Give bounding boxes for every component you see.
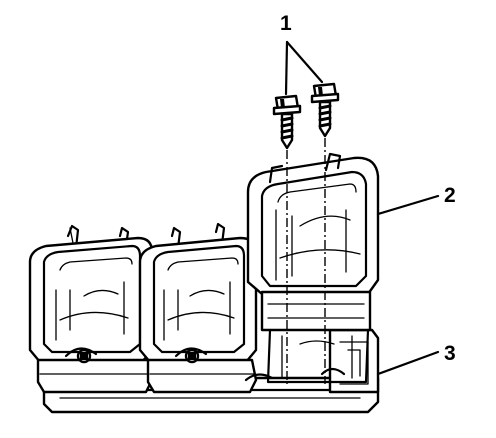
coil-middle bbox=[138, 222, 258, 394]
callout-2: 2 bbox=[444, 184, 456, 207]
callout-1: 1 bbox=[280, 12, 292, 35]
leader-lines bbox=[284, 40, 440, 376]
bolt-right bbox=[310, 82, 340, 138]
ignition-coil bbox=[244, 152, 380, 384]
callout-3: 3 bbox=[444, 342, 456, 365]
coil-left bbox=[28, 224, 154, 394]
bolts bbox=[272, 82, 340, 150]
bolt-axis-lines bbox=[286, 138, 326, 384]
bolt-left bbox=[272, 94, 302, 150]
